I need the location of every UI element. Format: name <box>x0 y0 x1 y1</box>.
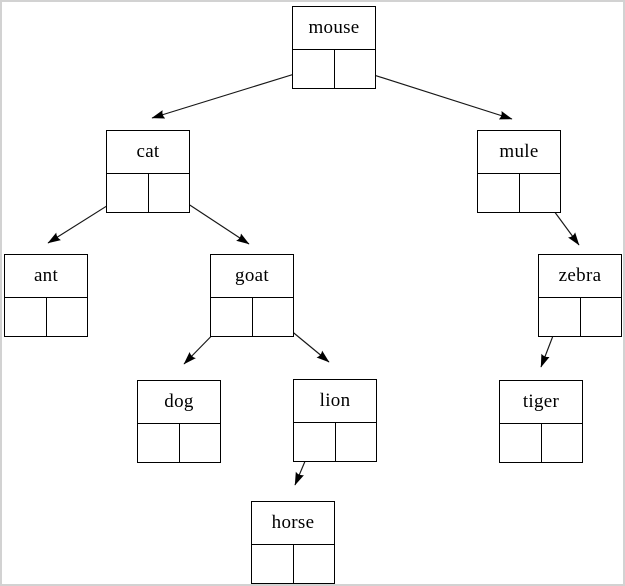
right-pointer-cell-tiger <box>542 424 583 462</box>
right-pointer-cell-horse <box>294 545 335 583</box>
tree-node-mule: mule <box>477 130 561 213</box>
left-pointer-cell-mouse <box>293 50 335 88</box>
left-pointer-cell-mule <box>478 174 520 212</box>
node-label-goat: goat <box>211 255 293 298</box>
tree-node-lion: lion <box>293 379 377 462</box>
node-label-mule: mule <box>478 131 560 174</box>
right-pointer-cell-ant <box>47 298 88 336</box>
left-pointer-cell-lion <box>294 423 336 461</box>
node-label-cat: cat <box>107 131 189 174</box>
node-label-ant: ant <box>5 255 87 298</box>
right-pointer-cell-mule <box>520 174 561 212</box>
right-pointer-cell-dog <box>180 424 221 462</box>
node-pointer-row-horse <box>252 545 334 583</box>
tree-node-mouse: mouse <box>292 6 376 89</box>
right-pointer-cell-cat <box>149 174 190 212</box>
node-pointer-row-cat <box>107 174 189 212</box>
tree-node-ant: ant <box>4 254 88 337</box>
node-pointer-row-zebra <box>539 298 621 336</box>
node-label-dog: dog <box>138 381 220 424</box>
right-pointer-cell-goat <box>253 298 294 336</box>
node-label-tiger: tiger <box>500 381 582 424</box>
tree-node-tiger: tiger <box>499 380 583 463</box>
right-pointer-cell-lion <box>336 423 377 461</box>
node-pointer-row-mouse <box>293 50 375 88</box>
left-pointer-cell-goat <box>211 298 253 336</box>
tree-node-dog: dog <box>137 380 221 463</box>
node-pointer-row-lion <box>294 423 376 461</box>
left-pointer-cell-zebra <box>539 298 581 336</box>
edge-mouse-left-to-cat <box>151 67 315 119</box>
right-pointer-cell-zebra <box>581 298 622 336</box>
node-pointer-row-mule <box>478 174 560 212</box>
node-pointer-row-goat <box>211 298 293 336</box>
right-pointer-cell-mouse <box>335 50 376 88</box>
tree-node-horse: horse <box>251 501 335 584</box>
tree-node-zebra: zebra <box>538 254 622 337</box>
node-label-lion: lion <box>294 380 376 423</box>
left-pointer-cell-horse <box>252 545 294 583</box>
left-pointer-cell-ant <box>5 298 47 336</box>
left-pointer-cell-dog <box>138 424 180 462</box>
tree-node-goat: goat <box>210 254 294 337</box>
edge-mouse-right-to-mule <box>354 68 513 120</box>
node-label-mouse: mouse <box>293 7 375 50</box>
node-pointer-row-dog <box>138 424 220 462</box>
left-pointer-cell-tiger <box>500 424 542 462</box>
node-pointer-row-ant <box>5 298 87 336</box>
node-label-zebra: zebra <box>539 255 621 298</box>
node-pointer-row-tiger <box>500 424 582 462</box>
node-label-horse: horse <box>252 502 334 545</box>
left-pointer-cell-cat <box>107 174 149 212</box>
tree-node-cat: cat <box>106 130 190 213</box>
